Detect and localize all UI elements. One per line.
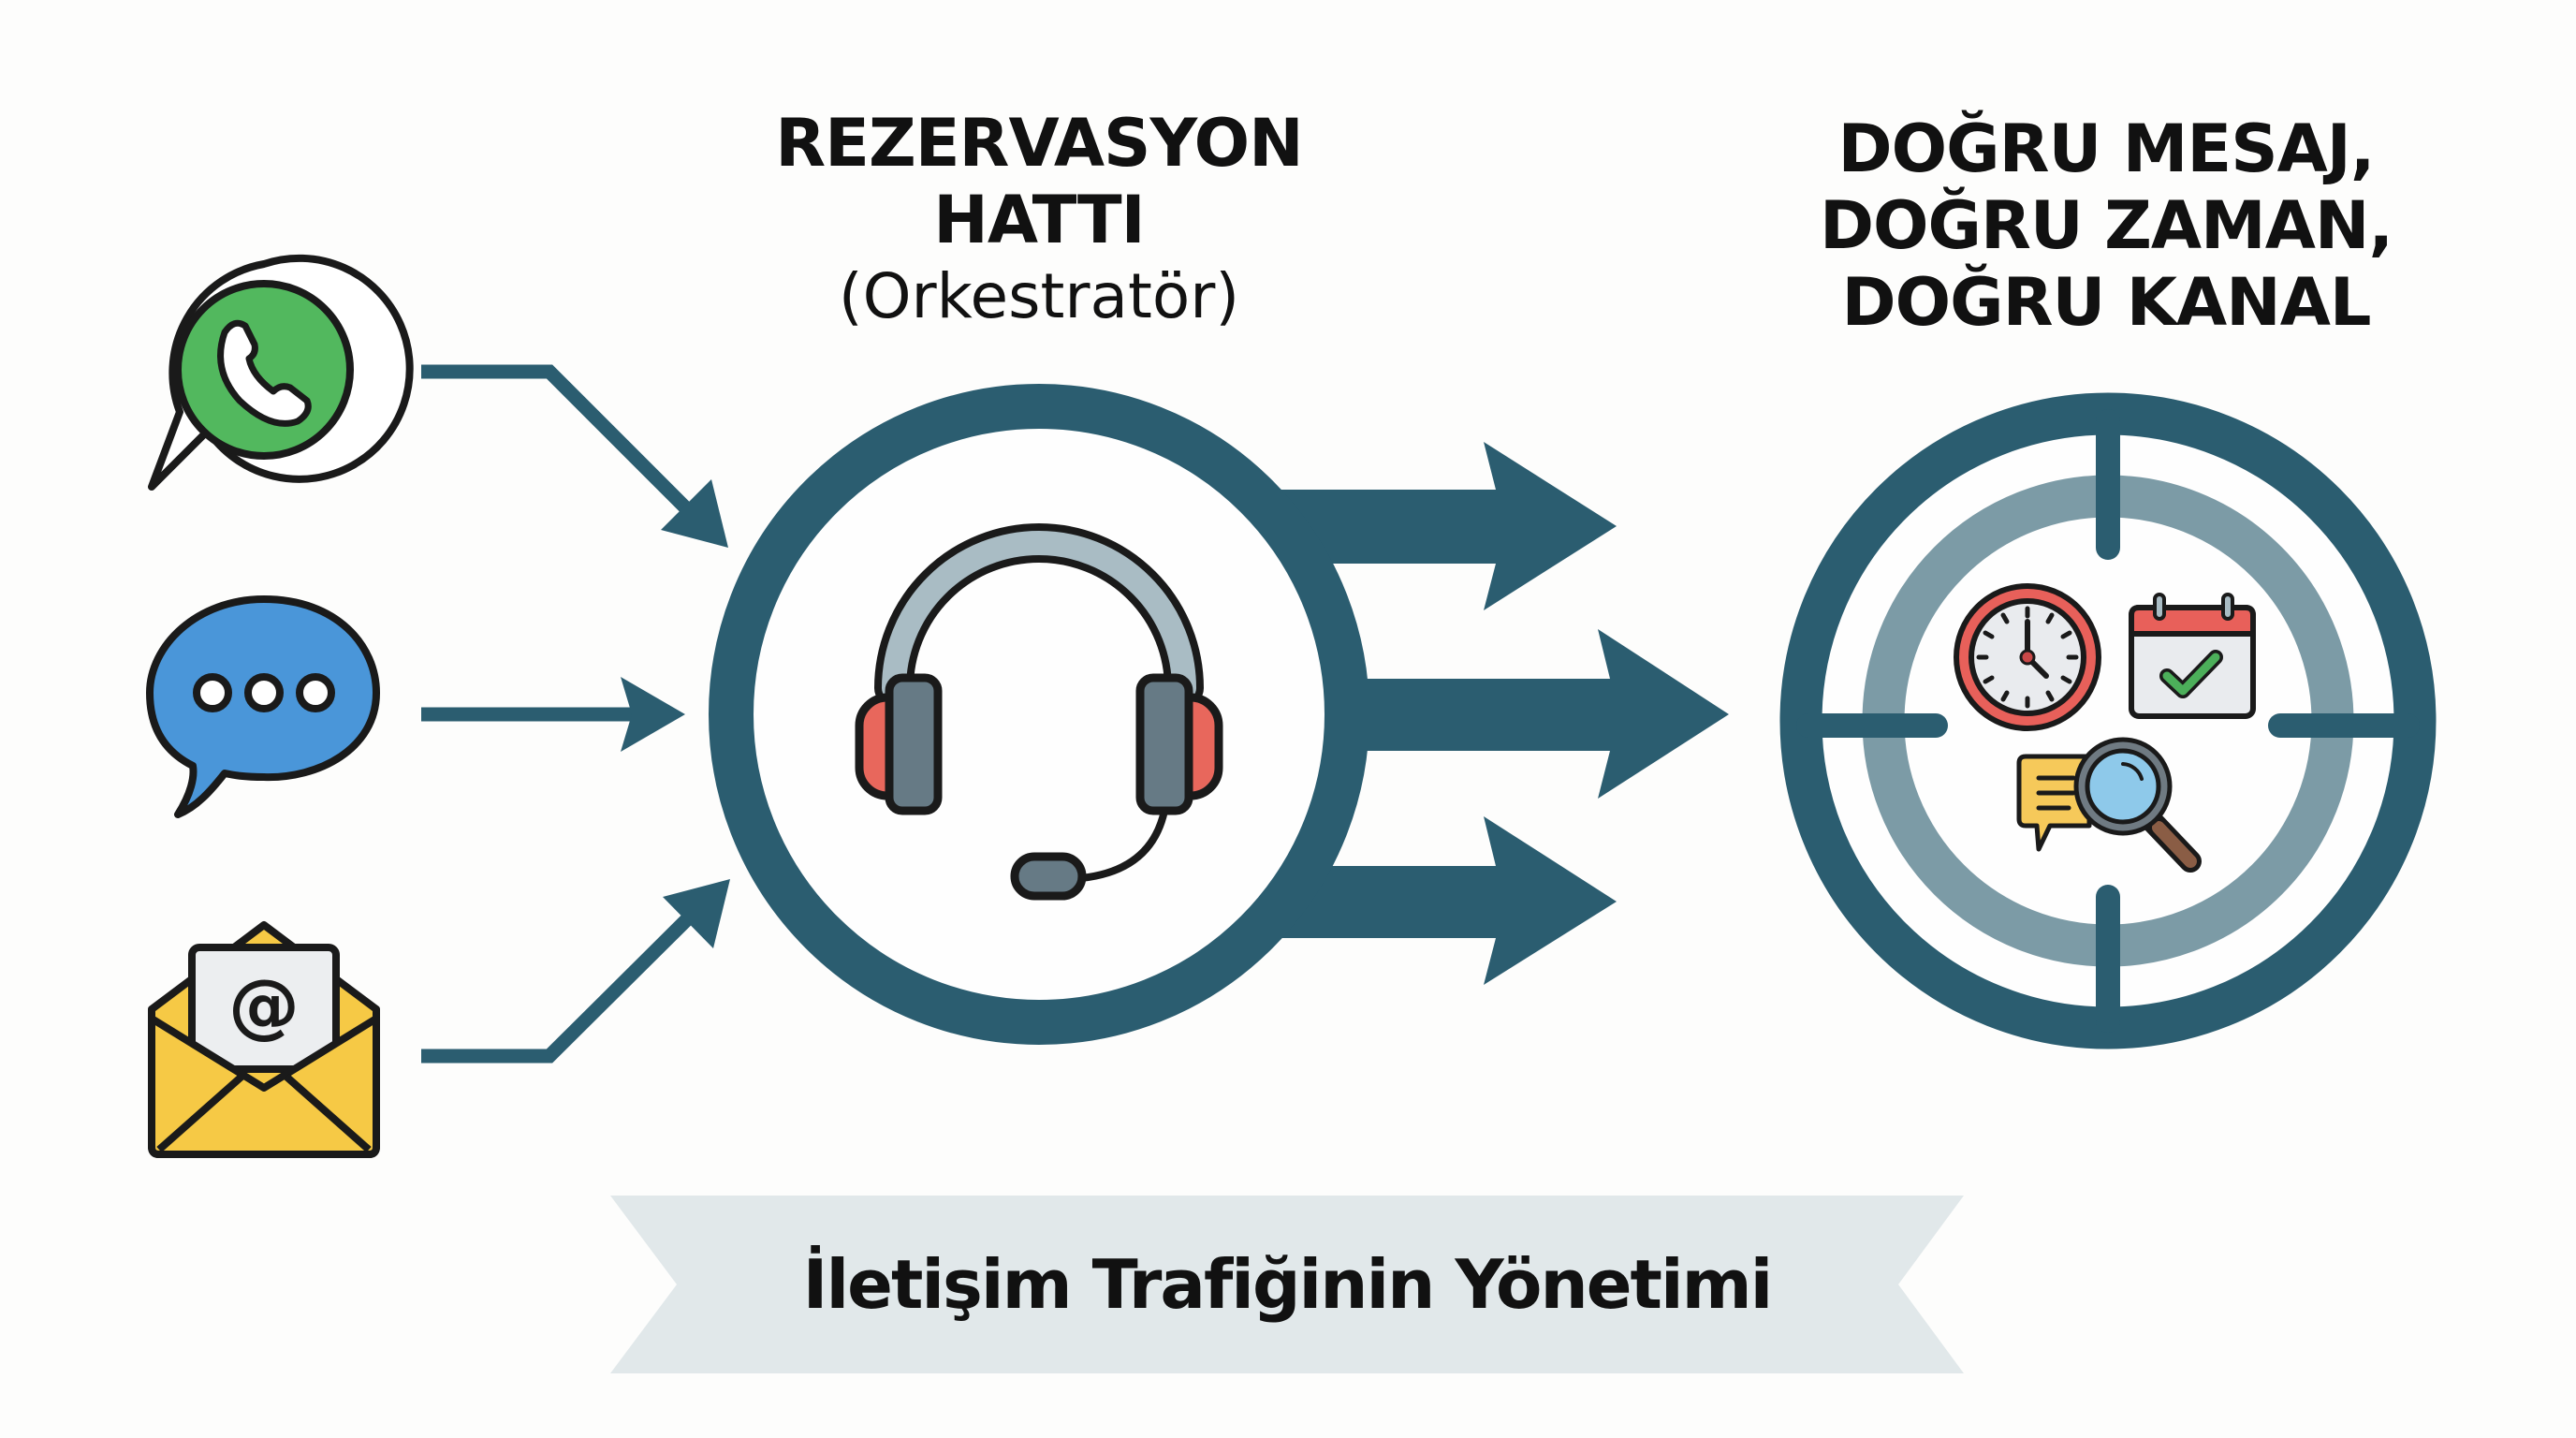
orchestrator-subtitle: (Orkestratör) xyxy=(838,260,1240,332)
orchestrator-title-line1: REZERVASYON xyxy=(775,105,1304,182)
outcome-line1: DOĞRU MESAJ, xyxy=(1837,110,2376,187)
whatsapp-icon xyxy=(148,254,414,491)
target-icon xyxy=(1779,392,2437,1049)
input-arrow-messaging xyxy=(421,677,685,752)
outcome-line2: DOĞRU ZAMAN, xyxy=(1819,187,2393,264)
output-arrows xyxy=(1217,442,1729,985)
outcome-title: DOĞRU MESAJ, DOĞRU ZAMAN, DOĞRU KANAL xyxy=(1760,110,2452,341)
email-icon: @ xyxy=(148,921,380,1158)
input-arrows xyxy=(421,364,730,1064)
output-arrow-bottom xyxy=(1217,816,1617,985)
calendar-check-icon xyxy=(2129,593,2256,719)
input-arrow-email xyxy=(421,879,730,1064)
outcome-line3: DOĞRU KANAL xyxy=(1841,264,2372,341)
orchestrator-title-line2: HATTI xyxy=(933,182,1145,258)
chat-bubble-icon xyxy=(146,595,380,818)
clock-icon xyxy=(1954,583,2101,731)
orchestrator-ring xyxy=(709,384,1369,1045)
input-arrow-whatsapp xyxy=(421,364,728,548)
headset-icon xyxy=(855,523,1223,901)
svg-text:@: @ xyxy=(228,963,300,1047)
output-arrow-middle xyxy=(1217,629,1729,799)
chat-search-icon xyxy=(2016,737,2202,873)
output-arrow-top xyxy=(1217,442,1617,610)
orchestrator-title: REZERVASYON HATTI (Orkestratör) xyxy=(711,105,1367,335)
banner-ribbon xyxy=(610,1196,1964,1373)
banner-label: İletişim Trafiğinin Yönetimi xyxy=(802,1245,1774,1324)
